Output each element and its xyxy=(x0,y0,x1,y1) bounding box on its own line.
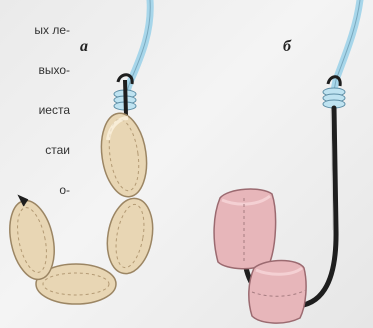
figure-label-b: б xyxy=(283,38,291,56)
fishing-line-b xyxy=(333,0,360,96)
fishing-line-a xyxy=(124,0,150,100)
cube-bait-lower xyxy=(249,261,306,324)
cube-bait-upper xyxy=(214,189,276,269)
egg-bait-right xyxy=(102,195,159,277)
hook-shank-a xyxy=(125,80,126,115)
figure-label-a: а xyxy=(80,38,88,56)
knot-b xyxy=(323,88,345,108)
egg-bait-top xyxy=(96,110,151,199)
